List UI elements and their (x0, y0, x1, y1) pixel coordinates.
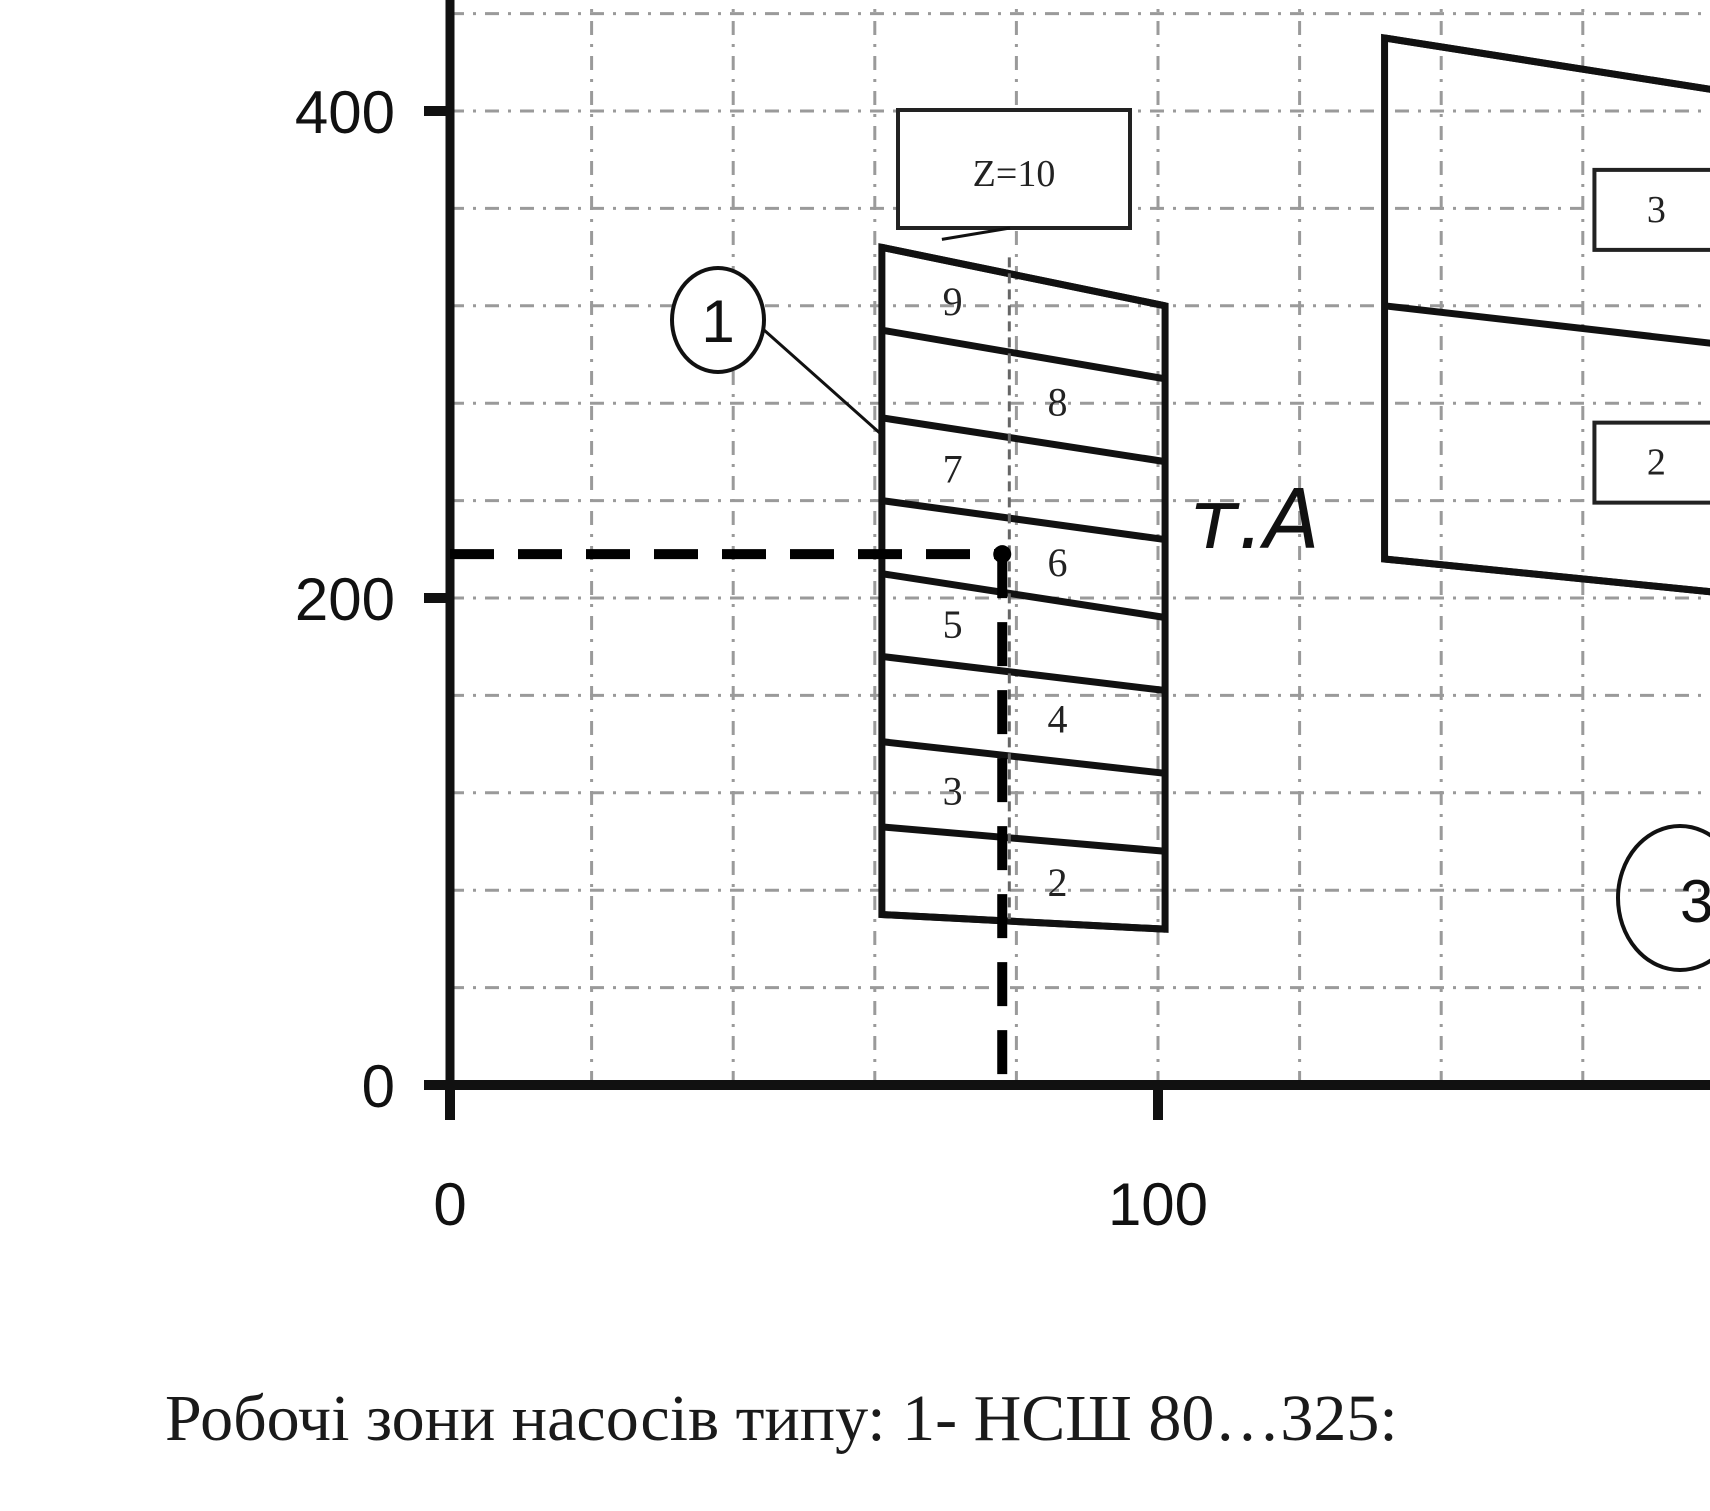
axis-ticks: 0 200 400 0 100 (295, 79, 1208, 1238)
zone-2-impeller-label: 3 (1647, 189, 1666, 231)
zone-2-impeller-curve (1384, 302, 1710, 347)
zone-1-impeller-curve (881, 570, 1166, 621)
zone-1-impeller-curve (881, 738, 1166, 777)
operating-point (993, 545, 1012, 564)
x-tick-label: 0 (433, 1171, 466, 1238)
zone-1-outline (878, 243, 1169, 933)
zone-1-impeller-curve (881, 414, 1166, 466)
zone-1-marker-leader (763, 328, 883, 436)
y-tick-label: 200 (295, 566, 395, 633)
zone-1-impeller-label: 5 (943, 602, 963, 647)
zone-1-impeller-curve (881, 326, 1166, 383)
zone-1-impeller-curve (881, 823, 1166, 855)
y-tick-label: 400 (295, 79, 395, 146)
zone-2-label-box (1592, 167, 1710, 252)
y-tick-label: 0 (362, 1053, 395, 1120)
z-callout-arrow (941, 226, 1011, 241)
zone-1-impeller-label: 6 (1047, 540, 1067, 585)
z-callout-label: Z=10 (973, 153, 1056, 195)
operating-point-group: т.А (450, 473, 1320, 1085)
z-callout-box (896, 108, 1132, 230)
zone-1-impeller-label: 4 (1047, 696, 1067, 741)
zone-2-impeller-curve (1384, 555, 1710, 596)
axes (430, 0, 1710, 1090)
zone-1-impeller-label: 7 (943, 447, 963, 492)
zone-2-impeller-curve (1384, 34, 1710, 93)
x-tick-label: 100 (1108, 1171, 1208, 1238)
zone-1-marker-label: 1 (701, 288, 734, 355)
zone-1-impeller-label: 8 (1047, 380, 1067, 425)
zone-3-marker-label: 3 (1680, 868, 1710, 935)
caption-text: Робочі зони насосів типу: 1- НСШ 80…325: (165, 1382, 1398, 1455)
zone-1-impeller-label: 2 (1047, 860, 1067, 905)
zone-2-outline (1381, 33, 1710, 596)
pump-zones: 2 3 4 5 6 7 8 9 1 Z=10 2 3 3 (670, 33, 1710, 972)
zone-1-impeller-label: 3 (943, 768, 963, 813)
zone-1-impeller-label: 9 (943, 279, 963, 324)
zone-1-marker-circle (670, 266, 766, 374)
zone-1-impeller-curve (881, 911, 1166, 933)
zone-1-impeller-curve (881, 243, 1166, 310)
zone-1-impeller-curve (881, 652, 1166, 695)
zone-2-label-box (1592, 420, 1710, 505)
operating-point-label: т.А (1190, 473, 1320, 568)
zone-2-impeller-label: 2 (1647, 442, 1666, 484)
zone-3-marker-circle (1616, 824, 1710, 972)
zone-1-impeller-curve (881, 497, 1166, 544)
